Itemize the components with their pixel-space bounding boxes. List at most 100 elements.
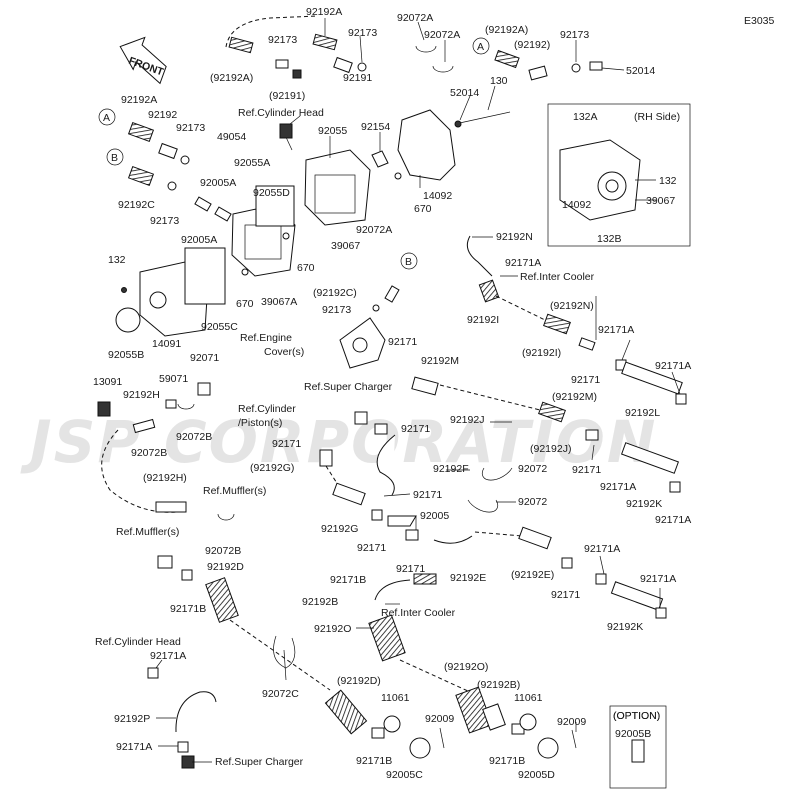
part-label: 92192L (625, 407, 660, 419)
part-label: 39067 (646, 195, 675, 207)
watermark-text: JSP CORPORATION (20, 408, 657, 476)
gasket-92055c (184, 247, 226, 305)
part-label: 52014 (626, 65, 655, 77)
fitting-92005d (537, 737, 559, 759)
gasket-11061-a (383, 715, 401, 733)
part-label: (OPTION) (613, 710, 660, 722)
part-label: 92192N (496, 231, 533, 243)
part-label: 39067 (331, 240, 360, 252)
pipe-92192 (528, 65, 548, 81)
leader-lines (155, 18, 681, 763)
coil-hose-92192o (368, 614, 406, 662)
part-label: 92171 (571, 374, 600, 386)
part-label: 92072C (262, 688, 299, 700)
part-label: 92072A (424, 29, 460, 41)
clamp-92171-c (585, 429, 599, 441)
fitting-92173-left (180, 155, 190, 165)
clamp-92171b-a (181, 569, 193, 581)
part-label: (92192I) (522, 347, 561, 359)
bolt-130 (454, 111, 511, 125)
cover-14092 (397, 109, 456, 181)
callout-b-left: B (111, 152, 118, 164)
part-label: 92072 (518, 463, 547, 475)
coil-hose-92192a-3 (494, 49, 520, 69)
pipe-92191 (333, 56, 353, 74)
part-label: 92171A (150, 650, 186, 662)
part-label: (92191) (269, 90, 305, 102)
callout-b-mid: B (405, 256, 412, 268)
part-label: Ref.Muffler(s) (203, 485, 266, 497)
part-labels: 92192A 92072A (92192A) 92173 92173 92072… (93, 6, 691, 781)
clamp-92072c (273, 635, 296, 669)
part-label: 92171 (388, 336, 417, 348)
part-label: 92192E (450, 572, 486, 584)
pipe-92192b (482, 703, 506, 731)
part-label: (92192A) (210, 72, 253, 84)
part-label: 92072A (397, 12, 433, 24)
part-label: 92173 (176, 122, 205, 134)
coil-hose-92192j (538, 401, 566, 423)
part-label: 92192A (121, 94, 157, 106)
callout-circle-b-mid (400, 252, 418, 270)
clamp-92072a (415, 45, 437, 53)
part-label: 92171A (655, 360, 691, 372)
part-label: 92009 (557, 716, 586, 728)
hose-92192f (376, 434, 396, 496)
oring-670-b (282, 232, 290, 240)
part-label: 14091 (152, 338, 181, 350)
part-label: (92192J) (530, 443, 571, 455)
oring-670-a (394, 172, 402, 180)
part-label: 92055C (201, 321, 238, 333)
part-label: 39067A (261, 296, 297, 308)
part-label: 92171 (396, 563, 425, 575)
coil-hose-92192o-b (455, 686, 493, 734)
clamp-92072a-b (432, 65, 454, 73)
coil-hose-92192a-left (127, 121, 155, 143)
part-label: (92192D) (337, 675, 381, 687)
part-label: 92171A (584, 543, 620, 555)
part-label: 92171A (505, 257, 541, 269)
clamp-92171-e (374, 423, 388, 435)
clamp-92171a-c (669, 481, 681, 493)
part-label: 92192H (123, 389, 160, 401)
fitting-92173-b (357, 62, 367, 72)
option-label: (OPTION) (613, 710, 660, 722)
part-label: Ref.Inter Cooler (520, 271, 595, 283)
part-label: 92171 (551, 589, 580, 601)
part-label: 13091 (93, 376, 122, 388)
part-label: 92192I (467, 314, 499, 326)
part-label: 92005A (200, 177, 236, 189)
part-label: (92192E) (511, 569, 554, 581)
coil-hose-92192i-b (543, 313, 571, 335)
rh-side-inset-box (547, 103, 691, 247)
hose-92192h (132, 418, 156, 434)
part-label: 92171B (170, 603, 206, 615)
plug-13091 (97, 401, 111, 417)
part-label: (92192O) (444, 661, 488, 673)
part-label: 59071 (159, 373, 188, 385)
part-label: (92192M) (552, 391, 597, 403)
fitting-92005a-b (214, 206, 232, 222)
part-label: 132B (597, 233, 622, 245)
part-label: 49054 (217, 131, 246, 143)
fitting-59071 (165, 399, 177, 409)
part-label: (92192H) (143, 472, 187, 484)
part-label: 92192M (421, 355, 459, 367)
part-label: Ref.Cylinder (238, 403, 296, 415)
part-label: 92192D (207, 561, 244, 573)
part-label: 92072B (205, 545, 241, 557)
pipe-92192g-a (319, 449, 333, 467)
part-label: 92171B (356, 755, 392, 767)
oring-92055b (115, 307, 141, 333)
part-label: 132A (573, 111, 598, 123)
part-label: 92055D (253, 187, 290, 199)
part-label: 670 (414, 203, 432, 215)
part-label: 92171 (572, 464, 601, 476)
part-label: (92192C) (313, 287, 357, 299)
pipe-92192e (518, 526, 552, 550)
part-label: 92072B (176, 431, 212, 443)
part-label: 92055B (108, 349, 144, 361)
part-label: 11061 (514, 692, 543, 704)
coil-hose-92192i (478, 279, 500, 303)
